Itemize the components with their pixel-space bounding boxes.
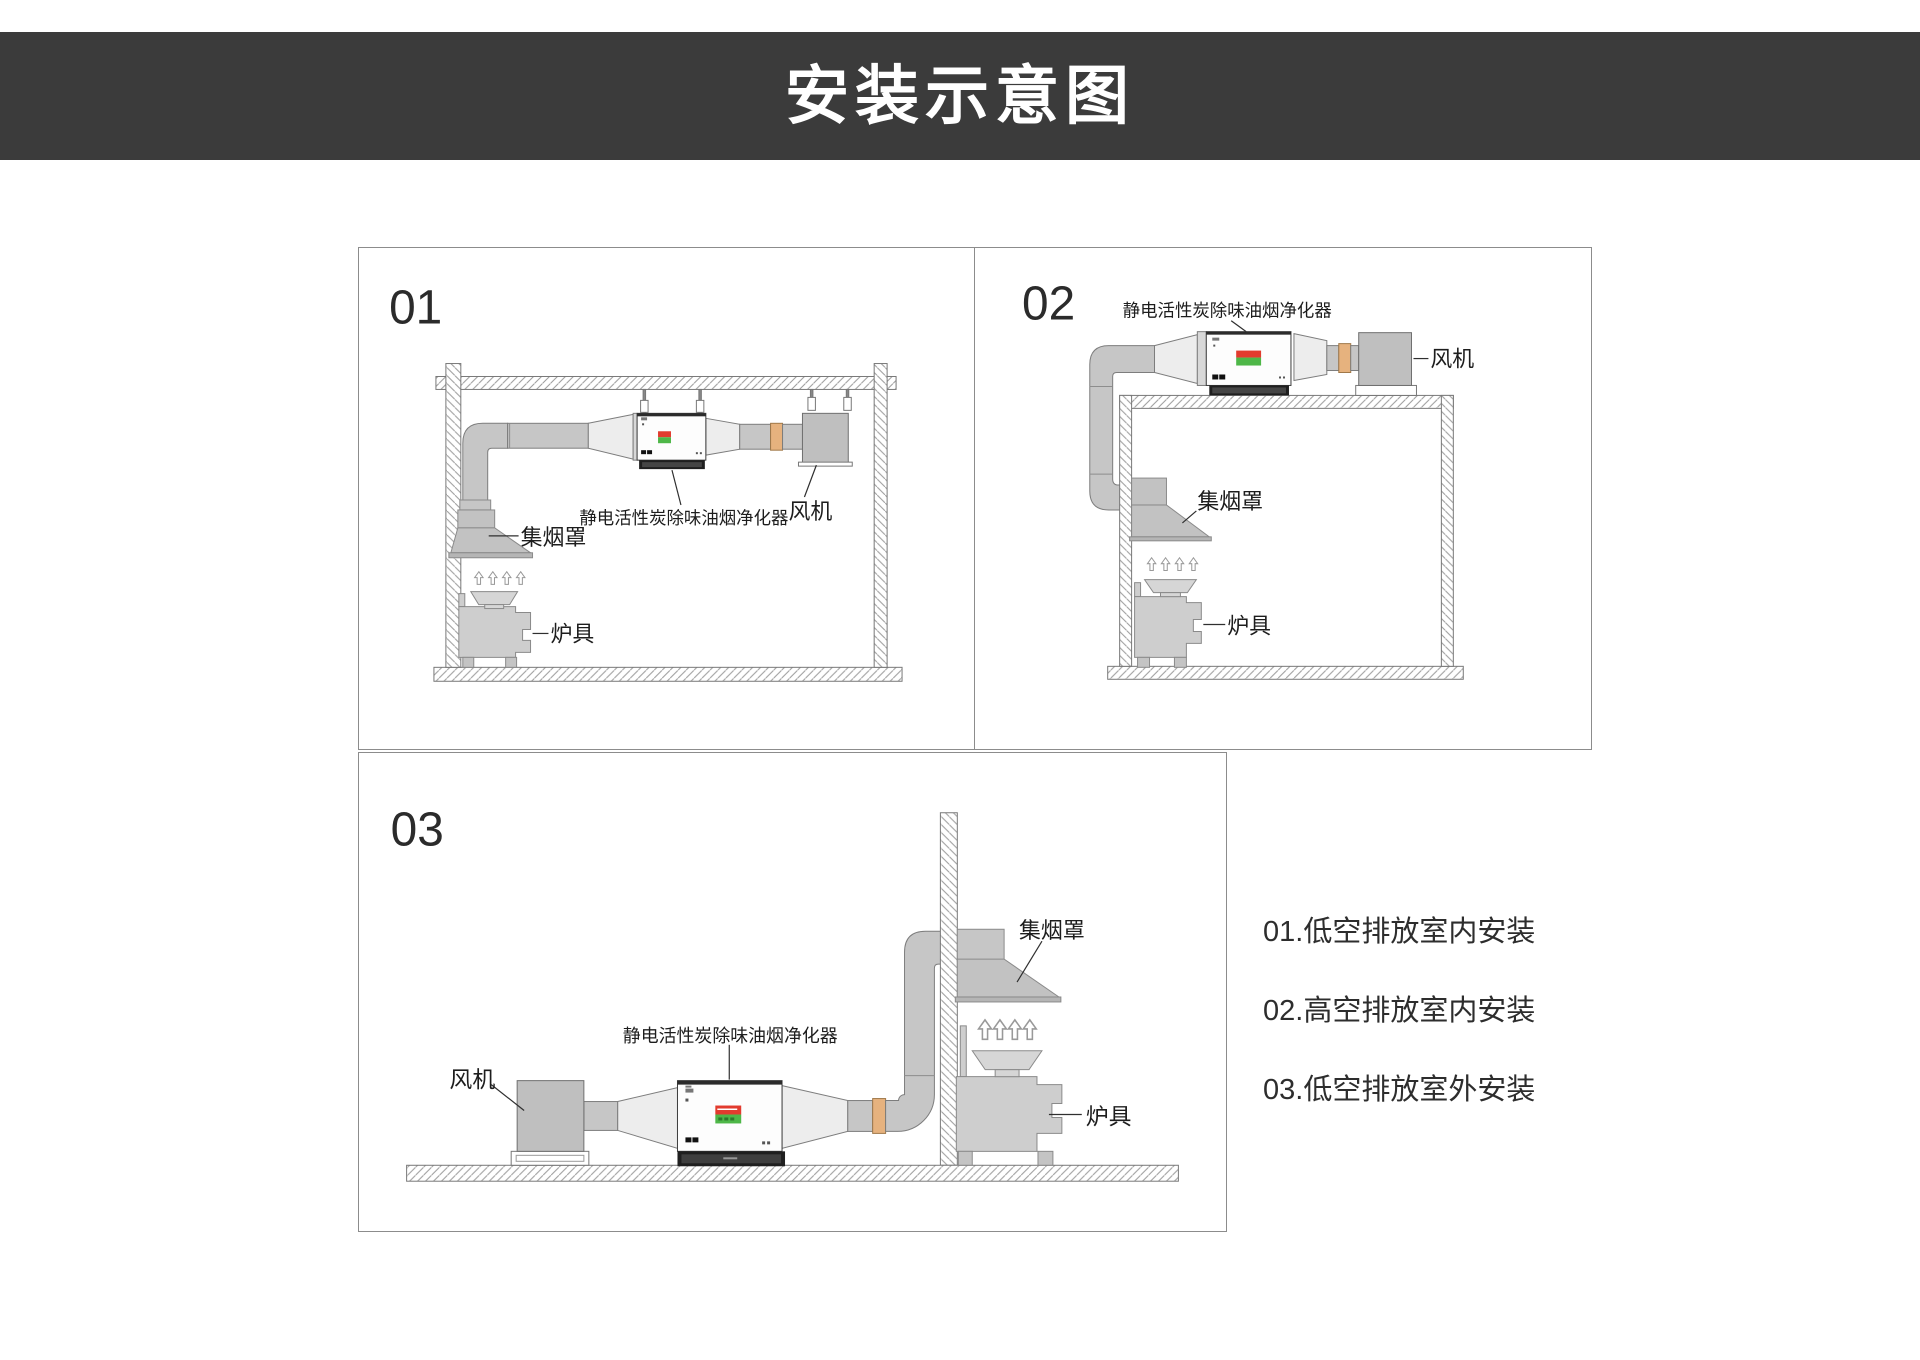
duct-run: [583, 930, 960, 1150]
smoke-hood: [448, 499, 534, 559]
ceiling-hangers: [640, 388, 852, 414]
stove-label: 炉具: [1227, 613, 1271, 638]
brand-sticker-green: [1236, 357, 1262, 366]
fan-unit: [1355, 332, 1417, 396]
wok-base: [994, 1069, 1020, 1078]
page-title: 安装示意图: [785, 60, 1135, 132]
legend: 01.低空排放室内安装 02.高空排放室内安装 03.低空排放室外安装: [1263, 908, 1535, 1145]
duct: [739, 423, 772, 450]
purifier-unit: [1205, 331, 1292, 396]
pointer-purifier: [671, 469, 682, 506]
steam-arrow-icons: [977, 1019, 1038, 1041]
panel-02-indoor-high: 02: [974, 247, 1592, 750]
panel-03-drawing: 03: [391, 804, 1179, 1182]
legend-item-2: 02.高空排放室内安装: [1263, 995, 1536, 1027]
brand-sticker-red: [1236, 350, 1262, 358]
horizontal-duct: [507, 422, 589, 449]
duct: [1350, 345, 1360, 372]
steam-arrow-icons: [1146, 557, 1199, 571]
ceiling: [435, 375, 897, 390]
pointer-fan: [490, 1084, 525, 1111]
building-wall: [939, 812, 958, 1166]
orange-flex-connector: [1338, 343, 1352, 374]
panel-01-drawing: 01: [389, 282, 903, 682]
legend-item-3: 03.低空排放室外安装: [1263, 1074, 1536, 1106]
reducer-cone: [781, 1084, 849, 1149]
steam-arrow-icons: [474, 571, 526, 585]
right-wall: [873, 363, 888, 668]
purifier-label: 静电活性炭除味油烟净化器: [579, 508, 788, 528]
brand-sticker-red: [658, 431, 671, 438]
hood-label: 集烟罩: [1197, 489, 1263, 514]
duct-run: [462, 412, 803, 501]
duct-run: [1154, 331, 1360, 386]
right-wall: [1440, 394, 1454, 667]
legend-item-1: 01.低空排放室内安装: [1263, 916, 1536, 948]
hood-label: 集烟罩: [521, 525, 587, 550]
left-wall: [1119, 394, 1133, 667]
duct: [583, 1101, 619, 1131]
flange: [632, 412, 638, 461]
ground: [406, 1164, 1179, 1182]
wok-base: [484, 604, 505, 610]
stove: [1134, 579, 1202, 668]
stove: [458, 591, 532, 668]
smoke-hood: [1129, 477, 1212, 542]
expander-cone: [617, 1086, 678, 1150]
stove: [955, 1025, 1063, 1166]
reducer-cone: [705, 417, 741, 456]
stove-label: 炉具: [550, 621, 594, 646]
panel-number: 03: [391, 804, 444, 857]
panel-number: 02: [1022, 278, 1075, 331]
fan-label: 风机: [789, 499, 833, 524]
duct: [782, 423, 803, 450]
pointer-purifier: [1230, 320, 1247, 333]
roof: [1119, 394, 1454, 409]
orange-flex-connector: [872, 1098, 887, 1134]
panel-03-outdoor-low: 03: [358, 752, 1227, 1232]
fan-unit: [510, 1080, 590, 1166]
floor: [433, 666, 903, 682]
elbow-duct: [462, 422, 509, 501]
fan-label: 风机: [1430, 347, 1474, 372]
smoke-hood: [954, 928, 1062, 1003]
pointer-hood: [1016, 940, 1043, 983]
duct: [847, 1100, 874, 1132]
title-bar: 安装示意图: [0, 32, 1920, 160]
purifier-unit: [676, 1080, 786, 1167]
brand-sticker-green: [658, 437, 671, 444]
room-structure: [1107, 394, 1464, 680]
purifier-unit: [636, 412, 707, 470]
expander-cone: [1154, 334, 1198, 385]
reducer-cone: [1293, 333, 1328, 382]
purifier-label: 静电活性炭除味油烟净化器: [623, 1026, 838, 1046]
panel-01-indoor-low: 01: [358, 247, 975, 750]
wok-base: [1159, 592, 1181, 598]
pointer-fan: [803, 464, 817, 498]
wok: [469, 591, 519, 606]
wok: [1143, 579, 1198, 594]
floor: [1107, 665, 1464, 680]
flange: [1196, 331, 1207, 386]
riser-elbow-duct: [885, 930, 960, 1132]
room-structure: [433, 363, 903, 682]
hood-label: 集烟罩: [1019, 918, 1085, 943]
brand-sticker-red: [715, 1105, 742, 1115]
expander-cone: [587, 413, 634, 460]
panel-02-drawing: 02: [1022, 278, 1474, 680]
duct: [1326, 345, 1340, 372]
fan-unit: [797, 412, 853, 467]
fan-label: 风机: [449, 1067, 495, 1093]
wok: [971, 1050, 1043, 1071]
purifier-label: 静电活性炭除味油烟净化器: [1123, 301, 1332, 321]
stove-label: 炉具: [1086, 1103, 1132, 1129]
panel-number: 01: [389, 282, 442, 335]
orange-flex-connector: [770, 422, 784, 451]
pointer-hood: [1182, 510, 1197, 524]
